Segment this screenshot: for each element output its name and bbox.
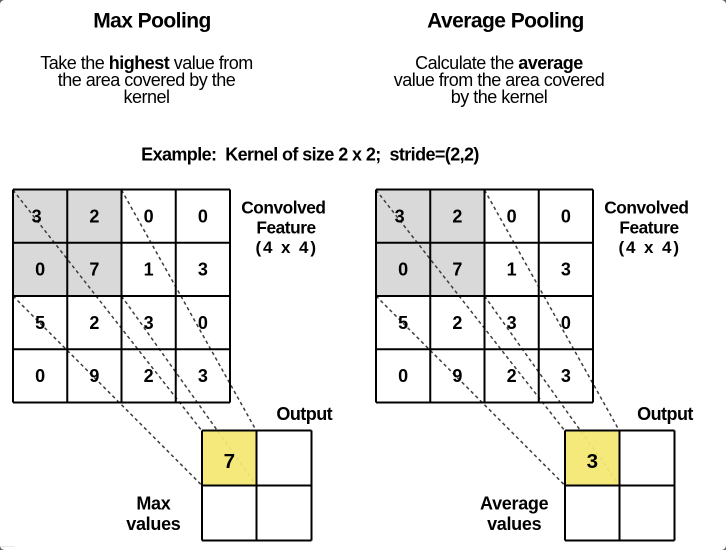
svg-text:3: 3 — [144, 313, 154, 333]
svg-text:3: 3 — [32, 206, 42, 226]
svg-text:Output: Output — [637, 404, 693, 424]
svg-text:3: 3 — [198, 260, 208, 280]
svg-text:values: values — [487, 514, 542, 534]
svg-text:3: 3 — [587, 450, 598, 473]
svg-text:5: 5 — [35, 313, 45, 333]
svg-text:Max Pooling: Max Pooling — [93, 9, 211, 32]
svg-text:Calculate the average: Calculate the average — [415, 53, 583, 73]
svg-text:0: 0 — [144, 206, 154, 226]
svg-text:2: 2 — [452, 313, 462, 333]
svg-text:(4 x 4): (4 x 4) — [618, 238, 680, 257]
svg-text:Example: Kernel of size 2 x 2: Example: Kernel of size 2 x 2; stride=(2… — [141, 144, 479, 164]
svg-text:Max: Max — [136, 494, 170, 514]
svg-text:1: 1 — [507, 260, 517, 280]
svg-text:3: 3 — [198, 366, 208, 386]
svg-text:9: 9 — [452, 366, 462, 386]
svg-text:3: 3 — [561, 260, 571, 280]
svg-text:Average Pooling: Average Pooling — [427, 9, 584, 32]
svg-text:2: 2 — [452, 206, 462, 226]
svg-text:Take the highest value from: Take the highest value from — [40, 53, 253, 73]
svg-text:0: 0 — [198, 313, 208, 333]
svg-text:Feature: Feature — [619, 218, 679, 238]
svg-text:9: 9 — [89, 366, 99, 386]
svg-text:value from the area covered: value from the area covered — [394, 70, 605, 90]
svg-text:1: 1 — [144, 260, 154, 280]
svg-text:Convolved: Convolved — [241, 197, 325, 217]
svg-text:5: 5 — [398, 313, 408, 333]
svg-text:Feature: Feature — [256, 218, 316, 238]
svg-text:2: 2 — [144, 366, 154, 386]
svg-text:0: 0 — [198, 206, 208, 226]
svg-text:7: 7 — [89, 260, 99, 280]
svg-text:2: 2 — [89, 313, 99, 333]
svg-text:0: 0 — [35, 366, 45, 386]
svg-text:0: 0 — [507, 206, 517, 226]
svg-text:2: 2 — [507, 366, 517, 386]
svg-text:3: 3 — [395, 206, 405, 226]
svg-text:Convolved: Convolved — [604, 197, 688, 217]
svg-text:kernel: kernel — [123, 87, 169, 107]
svg-text:0: 0 — [398, 260, 408, 280]
svg-text:3: 3 — [507, 313, 517, 333]
svg-text:the area covered by the: the area covered by the — [58, 70, 236, 90]
svg-text:0: 0 — [561, 313, 571, 333]
svg-text:2: 2 — [89, 206, 99, 226]
svg-text:values: values — [126, 514, 181, 534]
svg-text:Output: Output — [276, 404, 332, 424]
svg-text:by the kernel: by the kernel — [451, 87, 548, 107]
svg-text:7: 7 — [224, 450, 235, 473]
svg-text:0: 0 — [561, 206, 571, 226]
svg-text:3: 3 — [561, 366, 571, 386]
svg-text:7: 7 — [452, 260, 462, 280]
svg-text:Average: Average — [480, 494, 549, 514]
svg-text:0: 0 — [35, 260, 45, 280]
svg-text:(4 x 4): (4 x 4) — [255, 238, 317, 257]
svg-text:0: 0 — [398, 366, 408, 386]
